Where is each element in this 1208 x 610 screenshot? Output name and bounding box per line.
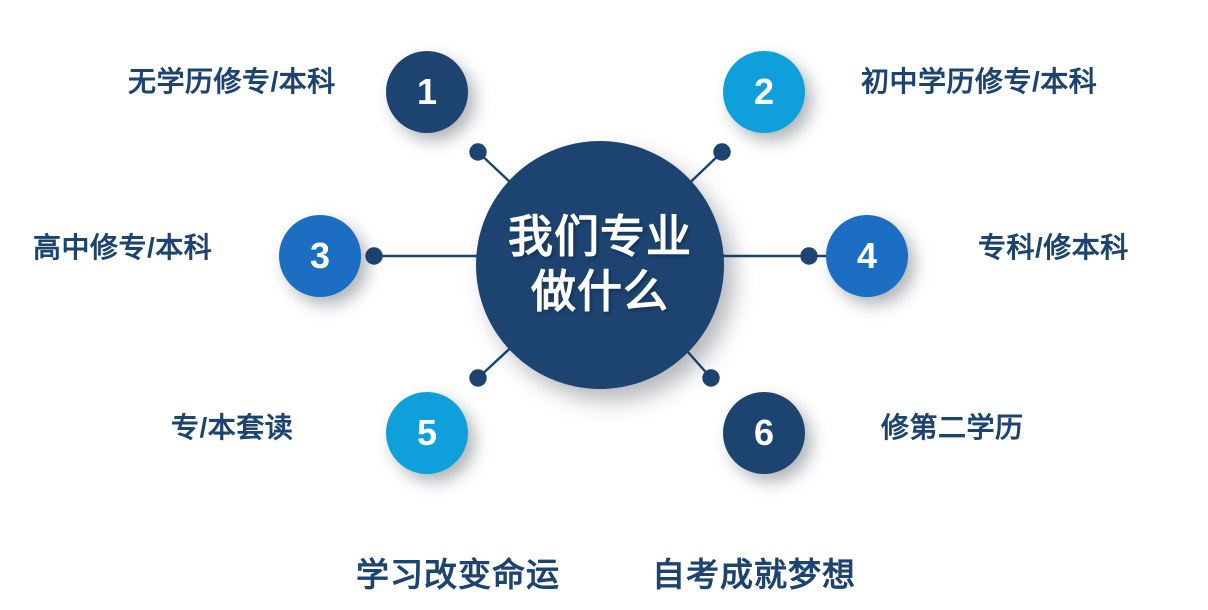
footer-slogan-left: 学习改变命运 — [356, 556, 560, 593]
node-label-5: 专/本套读 — [171, 412, 294, 443]
center-hub-title: 我们专业 做什么 — [507, 211, 692, 317]
node-circle-1[interactable]: 1 — [386, 51, 468, 133]
connector-dot-4 — [800, 247, 818, 265]
connector-dot-5 — [469, 369, 487, 387]
connector-dot-3 — [365, 247, 383, 265]
node-label-3: 高中修专/本科 — [33, 232, 213, 263]
center-hub: 我们专业 做什么 — [476, 141, 724, 389]
connector-dot-1 — [469, 143, 487, 161]
connector-dot-2 — [713, 143, 731, 161]
node-label-6: 修第二学历 — [881, 412, 1024, 443]
node-circle-5[interactable]: 5 — [386, 392, 468, 474]
node-circle-2[interactable]: 2 — [723, 51, 805, 133]
node-label-1: 无学历修专/本科 — [128, 66, 336, 97]
node-circle-3[interactable]: 3 — [279, 215, 361, 297]
node-circle-6[interactable]: 6 — [723, 392, 805, 474]
node-label-2: 初中学历修专/本科 — [861, 66, 1098, 97]
node-circle-4[interactable]: 4 — [826, 215, 908, 297]
connector-dot-6 — [702, 369, 720, 387]
footer-slogan-right: 自考成就梦想 — [652, 556, 856, 593]
node-label-4: 专科/修本科 — [978, 232, 1129, 263]
